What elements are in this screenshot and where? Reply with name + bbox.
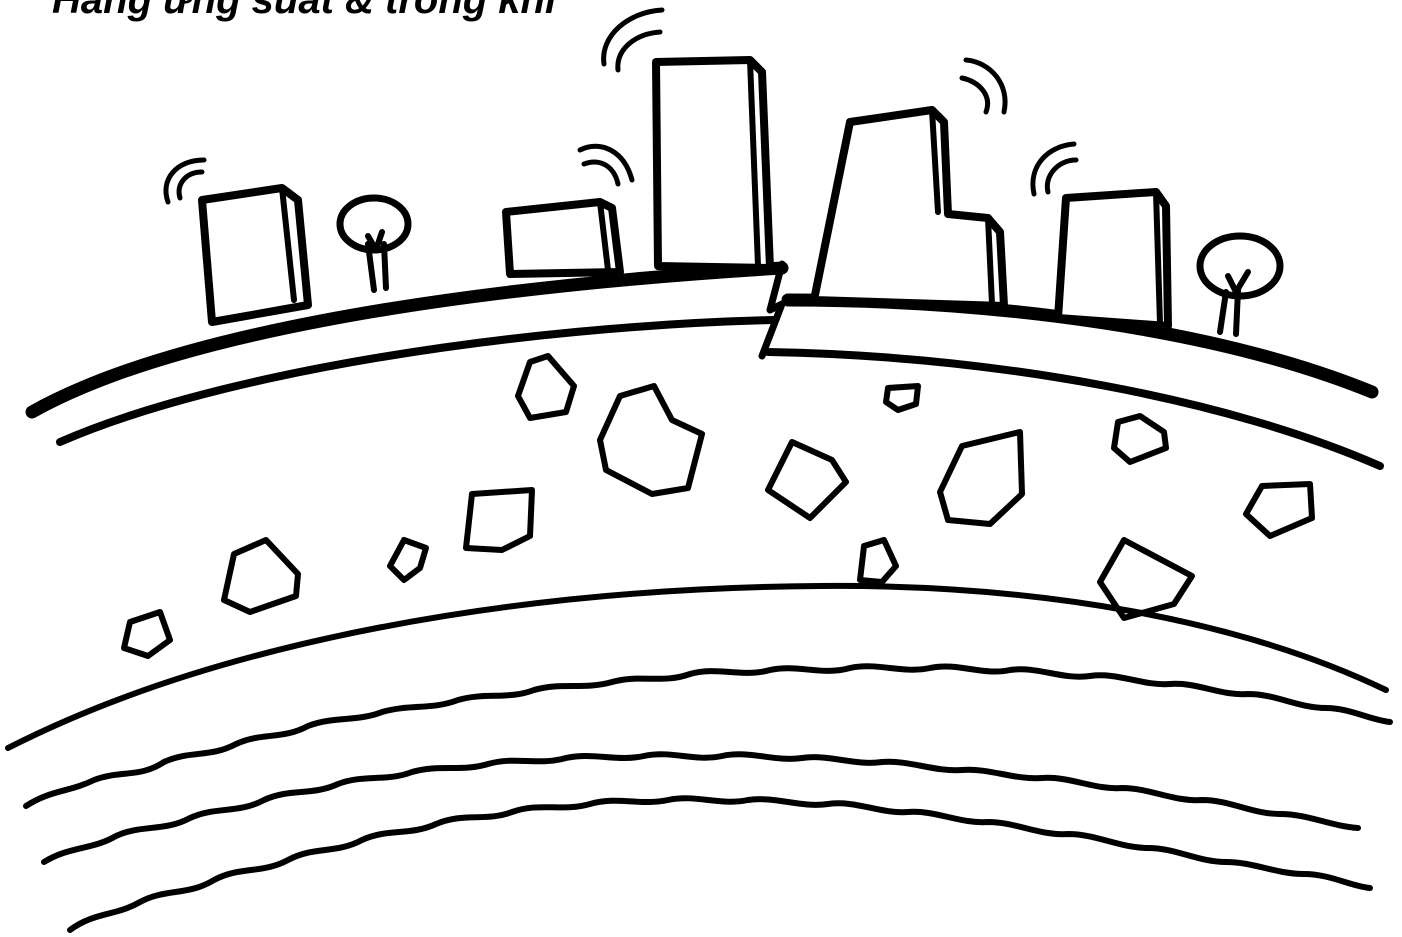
rock <box>940 432 1022 524</box>
tree <box>1200 236 1280 334</box>
crust-boundary <box>8 586 1386 748</box>
rock <box>768 442 846 518</box>
rock <box>600 386 702 494</box>
tree <box>340 198 408 290</box>
building <box>1058 192 1168 326</box>
rock <box>1114 416 1166 462</box>
rock <box>1246 484 1312 536</box>
rock <box>124 612 170 656</box>
rock <box>860 540 896 582</box>
rock <box>518 356 574 418</box>
wavy-layers <box>26 666 1390 930</box>
fault-line <box>762 264 782 356</box>
rock <box>390 540 426 580</box>
building <box>814 110 1004 306</box>
rock <box>224 540 298 612</box>
buildings-left <box>202 60 770 322</box>
rock <box>886 386 918 410</box>
buildings-right <box>814 110 1168 326</box>
rock <box>466 490 532 550</box>
